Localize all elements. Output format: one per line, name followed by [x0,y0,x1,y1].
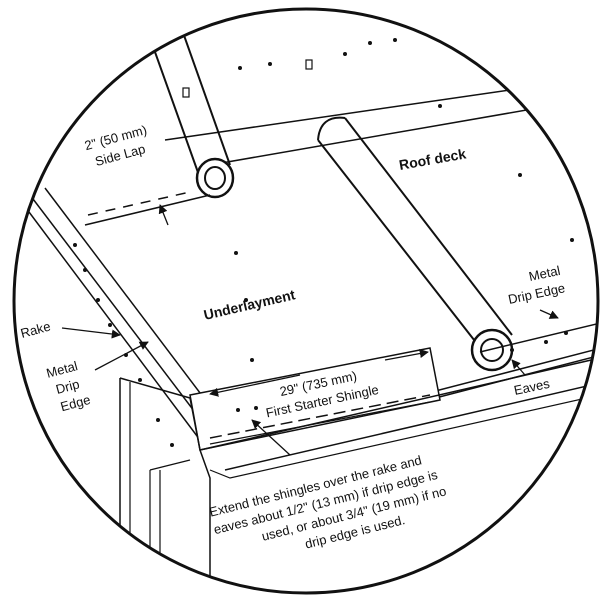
wall-corner [119,377,211,593]
rake-line-3 [44,187,223,423]
rake-arrow [61,327,121,339]
underlayment-eave-edge [479,319,598,353]
left-drip-edge-arrow [94,341,149,371]
eave-fascia-top [199,354,598,451]
right-drip-edge-arrow [539,309,559,319]
big-roll-right [344,117,513,336]
starter-arrow-right [384,349,429,361]
side-lap-arrow [158,204,169,226]
big-roll-left [317,139,479,346]
drip-edge-right-1 [419,344,598,396]
note-arrow [251,419,291,456]
rake-line-1 [19,199,201,441]
right-drip-edge-label-line1: Metal [527,263,561,284]
starter-arrow-left [209,374,301,397]
left-drip-edge-label-line2: Drip [54,376,81,397]
underlayment-label: Underlayment [202,286,297,323]
right-drip-edge-label-line2: Drip Edge [507,280,567,307]
upper-roll-top-line [164,74,598,141]
eaves-arrow [511,359,526,376]
eaves-label: Eaves [513,376,552,398]
upper-roll-left [139,9,201,179]
rake-label: Rake [19,319,52,341]
side-lap-line [84,194,211,226]
magnified-view [19,9,598,593]
magnifier-circle [12,7,600,595]
roof-deck-label: Roof deck [398,145,468,173]
rake-line-2 [29,194,211,433]
